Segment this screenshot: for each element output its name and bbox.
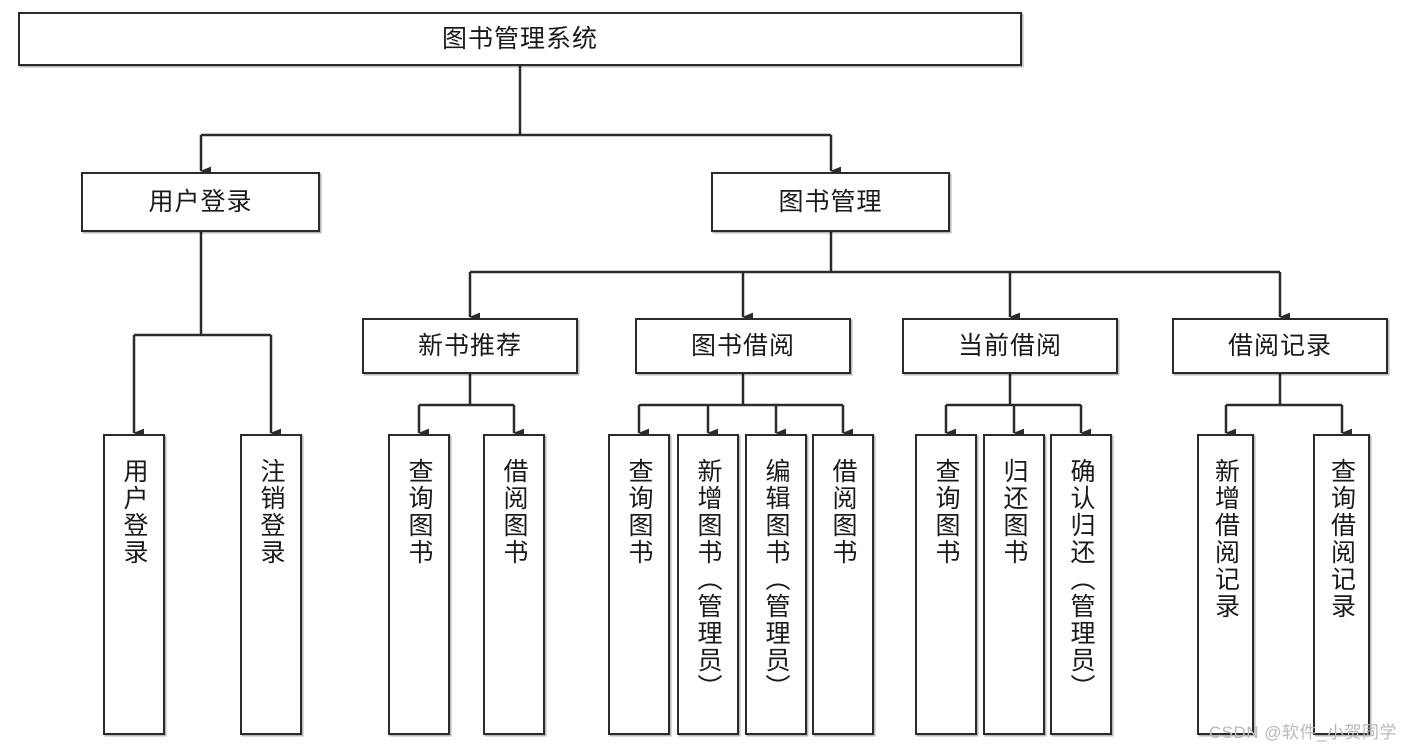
node-label: 查询图书 [405, 458, 433, 566]
node-leaf-5[interactable]: 查询图书 [608, 434, 670, 735]
node-label: 新增图书（管理员） [694, 458, 722, 701]
node-label: 借阅图书 [829, 458, 857, 566]
node-label: 查询图书 [625, 458, 653, 566]
node-label: 新书推荐 [417, 331, 522, 360]
node-label: 图书管理 [778, 187, 883, 216]
node-leaf-12[interactable]: 新增借阅记录 [1197, 434, 1254, 735]
node-label: 借阅记录 [1227, 331, 1332, 360]
node-leaf-11[interactable]: 确认归还（管理员） [1050, 434, 1112, 735]
node-label: 当前借阅 [957, 331, 1062, 360]
node-label: 确认归还（管理员） [1067, 458, 1095, 701]
node-label: 归还图书 [1000, 458, 1028, 566]
watermark-label: CSDN @软件_小贺同学 [1208, 723, 1397, 742]
node-newbook[interactable]: 新书推荐 [362, 318, 578, 374]
node-borrow[interactable]: 图书借阅 [635, 318, 851, 374]
node-label: 查询借阅记录 [1327, 458, 1356, 620]
node-login[interactable]: 用户登录 [81, 172, 320, 232]
node-label: 注销登录 [257, 458, 285, 566]
edge-paths [132, 66, 1353, 438]
node-leaf-1[interactable]: 用户登录 [103, 434, 165, 735]
node-leaf-10[interactable]: 归还图书 [983, 434, 1045, 735]
node-label: 图书管理系统 [441, 24, 598, 53]
node-leaf-7[interactable]: 编辑图书（管理员） [745, 434, 807, 735]
node-leaf-13[interactable]: 查询借阅记录 [1313, 434, 1370, 735]
node-bookmgmt[interactable]: 图书管理 [711, 172, 950, 232]
node-leaf-4[interactable]: 借阅图书 [483, 434, 545, 735]
node-leaf-2[interactable]: 注销登录 [240, 434, 302, 735]
node-leaf-8[interactable]: 借阅图书 [812, 434, 874, 735]
node-label: 借阅图书 [500, 458, 528, 566]
node-label: 查询图书 [932, 458, 960, 566]
node-label: 用户登录 [148, 187, 253, 216]
node-current[interactable]: 当前借阅 [902, 318, 1118, 374]
node-leaf-9[interactable]: 查询图书 [915, 434, 977, 735]
node-label: 新增借阅记录 [1211, 458, 1240, 620]
node-label: 用户登录 [120, 458, 148, 566]
node-leaf-6[interactable]: 新增图书（管理员） [677, 434, 739, 735]
node-records[interactable]: 借阅记录 [1172, 318, 1388, 374]
node-label: 图书借阅 [690, 331, 795, 360]
node-leaf-3[interactable]: 查询图书 [388, 434, 450, 735]
node-label: 编辑图书（管理员） [762, 458, 790, 701]
node-root[interactable]: 图书管理系统 [18, 12, 1022, 66]
